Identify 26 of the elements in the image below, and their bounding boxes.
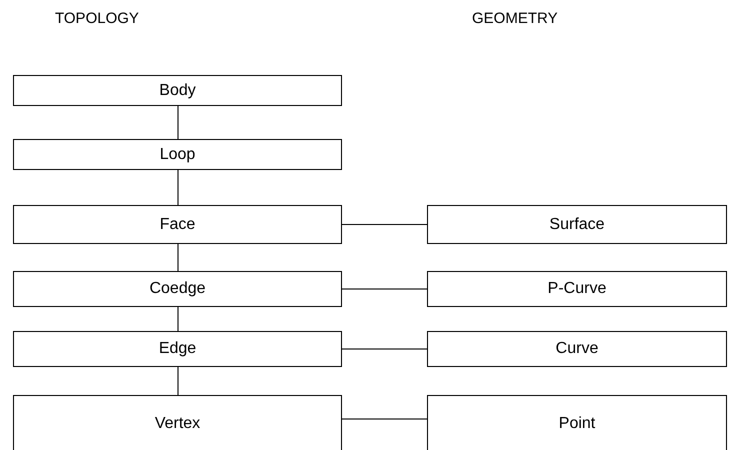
process-box (13, 395, 342, 450)
connector-line (342, 288, 428, 290)
box-label: Vertex (154, 414, 200, 432)
box-label: Edge (158, 340, 196, 358)
box-label: Coedge (149, 280, 206, 298)
box-label: Loop (160, 146, 196, 164)
process-box (427, 271, 727, 307)
connector-line (342, 418, 428, 420)
process-box (13, 331, 342, 367)
box-label: Face (160, 216, 196, 234)
connector-line (342, 348, 428, 350)
box-label: Point (558, 414, 596, 432)
process-box (427, 205, 727, 244)
process-box (13, 205, 342, 244)
process-box (13, 139, 342, 170)
column-heading: GEOMETRY (472, 10, 558, 27)
column-heading: TOPOLOGY (55, 10, 139, 27)
process-box (13, 75, 342, 106)
process-box (13, 271, 342, 307)
box-label: Surface (549, 216, 605, 234)
process-box (427, 395, 727, 450)
connector-line (342, 224, 428, 225)
process-box (427, 331, 727, 367)
box-label: P-Curve (548, 280, 606, 298)
box-label: Body (159, 82, 196, 100)
box-label: Curve (556, 340, 598, 358)
